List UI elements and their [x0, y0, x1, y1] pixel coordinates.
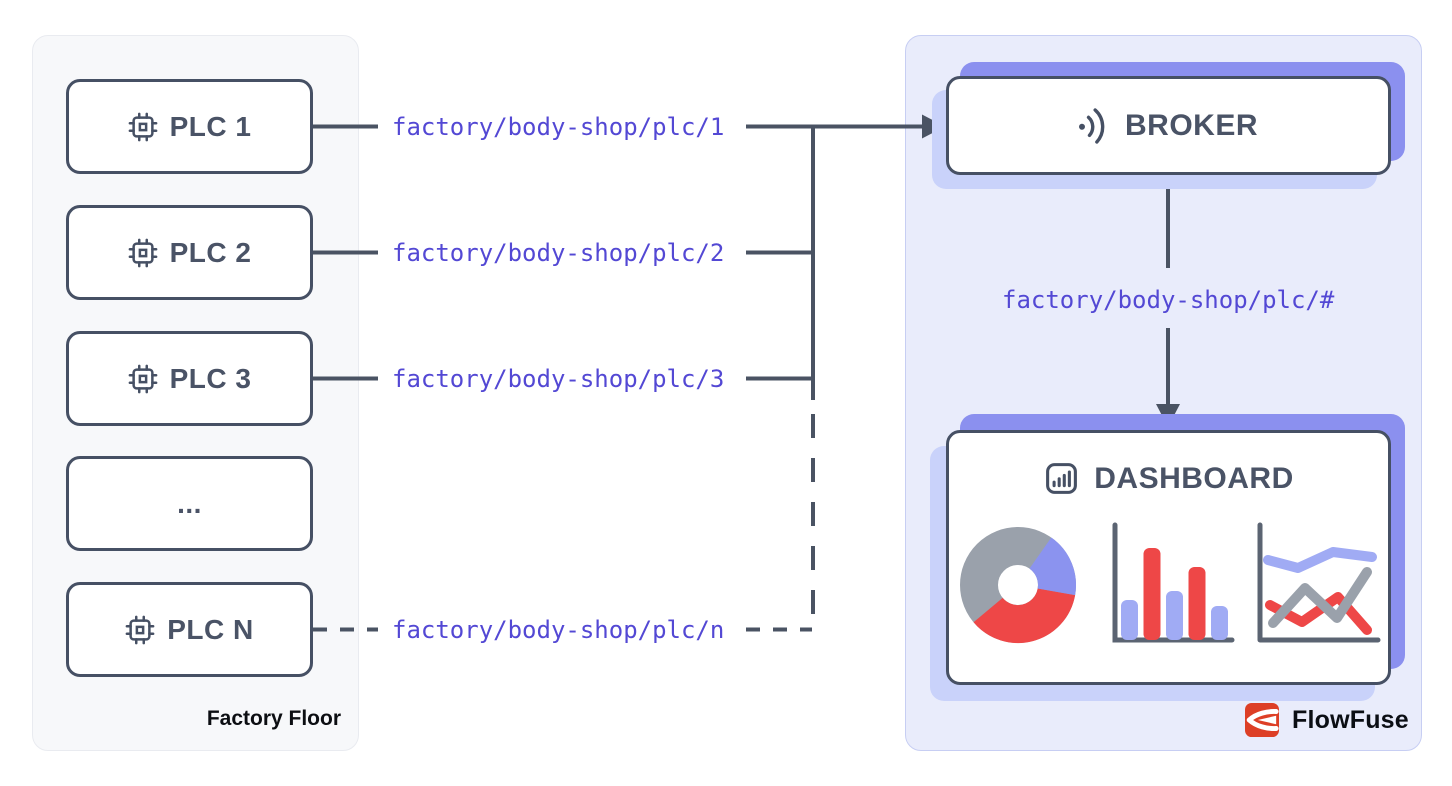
- plc-n-node: PLC N: [66, 582, 313, 677]
- cpu-chip-icon: [128, 112, 157, 141]
- donut-chart: [960, 527, 1076, 644]
- topic-plc-3: factory/body-shop/plc/3: [392, 365, 725, 393]
- plc-ellipsis-node: ...: [66, 456, 313, 551]
- plc-1-node: PLC 1: [66, 79, 313, 174]
- flowfuse-brand: FlowFuse: [1245, 703, 1409, 737]
- plc-n-label: PLC N: [167, 613, 254, 645]
- factory-floor-caption: Factory Floor: [206, 707, 341, 730]
- plc-2-node: PLC 2: [66, 205, 313, 300]
- cpu-chip-icon: [125, 615, 155, 644]
- bar-chart-icon: [1046, 463, 1078, 494]
- flowfuse-logo-icon: [1245, 703, 1279, 737]
- flowfuse-brand-label: FlowFuse: [1292, 705, 1409, 734]
- plc-3-label: PLC 3: [169, 362, 252, 394]
- dashboard-header: DASHBOARD: [946, 460, 1391, 497]
- topic-wildcard-subscription: factory/body-shop/plc/#: [1002, 286, 1335, 314]
- dashboard-label: DASHBOARD: [1094, 461, 1294, 495]
- topic-plc-1: factory/body-shop/plc/1: [392, 113, 725, 141]
- plc-1-label: PLC 1: [169, 110, 252, 142]
- broker-node: BROKER: [946, 76, 1391, 175]
- plc-3-node: PLC 3: [66, 331, 313, 426]
- mini-line-chart: [1257, 522, 1381, 643]
- rss-broadcast-icon: [1079, 107, 1105, 144]
- cpu-chip-icon: [128, 238, 157, 267]
- topic-plc-n: factory/body-shop/plc/n: [392, 616, 725, 644]
- topic-plc-2: factory/body-shop/plc/2: [392, 239, 725, 267]
- plc-2-label: PLC 2: [169, 236, 252, 268]
- dashboard-charts: [960, 522, 1381, 644]
- mini-bar-chart: [1112, 522, 1235, 643]
- broker-label: BROKER: [1124, 108, 1258, 142]
- cpu-chip-icon: [128, 364, 157, 393]
- plc-ellipsis-label: ...: [177, 487, 202, 519]
